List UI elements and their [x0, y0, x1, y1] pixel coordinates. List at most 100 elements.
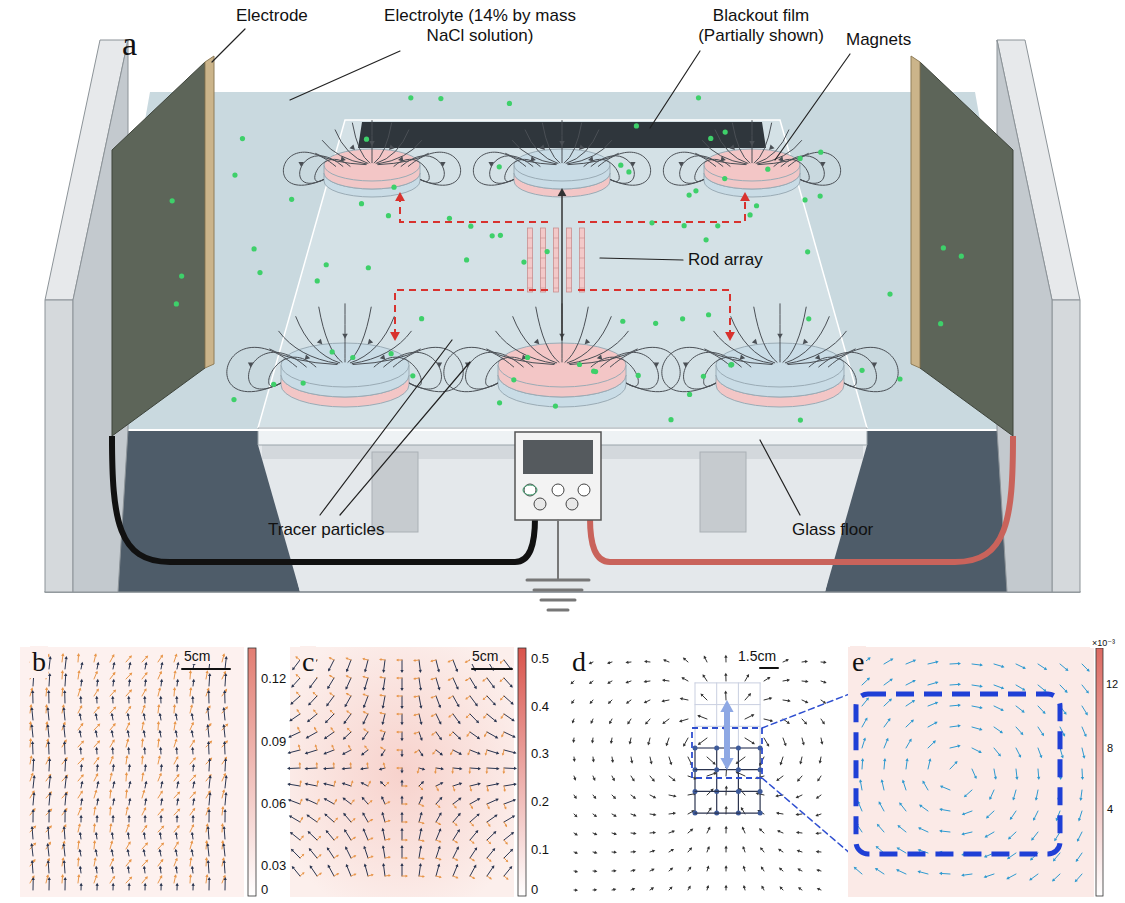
tank-wall: [1052, 300, 1080, 592]
vector-arrow-head: [400, 688, 403, 691]
vector-arrow-head: [46, 874, 49, 877]
vector-arrow-head: [175, 815, 178, 818]
vector-arrow-head: [306, 735, 309, 738]
vector-arrow-head: [128, 706, 131, 709]
rod-segment: [541, 258, 546, 259]
vector-arrow: [402, 714, 403, 723]
tracer-particle: [364, 137, 369, 142]
vector-arrow-head: [113, 707, 116, 710]
vector-arrow: [487, 799, 497, 804]
field-line: [704, 357, 752, 386]
rod-segment: [528, 238, 533, 239]
vector-arrow-head: [127, 849, 130, 852]
vector-arrow-head: [343, 813, 346, 816]
field-arrow: [749, 141, 755, 146]
vector-arrow-head: [679, 719, 682, 722]
vector-arrow-head: [455, 841, 458, 843]
vector-arrow-head: [125, 789, 128, 792]
tracer-particle: [747, 212, 752, 217]
vector-arrow-head: [292, 866, 295, 869]
vector-arrow-head: [207, 809, 210, 812]
vector-arrow-head: [160, 655, 163, 658]
vector-arrow-head: [379, 712, 382, 715]
vector-arrow-head: [129, 859, 132, 862]
vector-arrow: [308, 714, 317, 721]
vector-arrow-head: [304, 767, 307, 770]
vector-arrow-head: [492, 848, 495, 851]
vector-arrow-head: [590, 701, 593, 704]
vector-arrow-head: [610, 741, 613, 744]
field-line: [680, 156, 724, 184]
vector-arrow-head: [484, 734, 486, 737]
vector-arrow: [328, 678, 334, 688]
field-line: [383, 352, 441, 389]
vector-arrow-head: [127, 866, 130, 869]
tracer-particle: [765, 167, 770, 172]
vector-arrow-head: [62, 843, 65, 846]
vector-arrow-head: [342, 798, 345, 801]
vector-arrow: [436, 865, 439, 876]
vector-arrow-head: [222, 857, 225, 860]
vector-arrow-head: [159, 696, 162, 699]
vector-arrow: [364, 847, 368, 858]
vector-arrow-head: [672, 830, 675, 833]
rod-segment: [554, 268, 559, 269]
vector-arrow: [225, 675, 227, 686]
vector-arrow-head: [61, 874, 64, 877]
vector-arrow-head: [79, 866, 82, 869]
vector-arrow-head: [127, 832, 130, 835]
vector-arrow-head: [633, 850, 636, 853]
vector-arrow-head: [97, 740, 100, 743]
vector-arrow: [419, 847, 421, 858]
vector-arrow-head: [177, 809, 180, 812]
vector-arrow-head: [64, 775, 67, 778]
vector-arrow: [48, 828, 50, 839]
vector-arrow-head: [95, 730, 98, 733]
rod-segment: [541, 278, 546, 279]
vector-arrow-head: [175, 756, 178, 759]
vector-arrow-head: [298, 744, 301, 747]
vector-arrow-head: [651, 869, 654, 872]
vector-arrow-head: [364, 863, 367, 866]
vector-arrow-head: [208, 775, 211, 778]
vector-arrow-head: [192, 808, 195, 811]
vector-arrow-head: [206, 688, 209, 691]
vector-arrow-head: [363, 828, 366, 831]
vector-arrow-head: [592, 759, 595, 762]
vector-arrow: [208, 828, 210, 839]
field-line: [566, 130, 599, 164]
field-line: [591, 357, 639, 386]
vector-arrow-head: [128, 764, 131, 767]
vector-arrow: [49, 794, 50, 805]
rod-segment: [567, 238, 572, 239]
vector-arrow-head: [48, 758, 51, 761]
vector-arrow: [363, 732, 368, 739]
rod: [541, 228, 546, 292]
vector-arrow-head: [47, 860, 50, 863]
vector-arrow: [291, 714, 300, 720]
vector-arrow-head: [79, 696, 82, 699]
tracer-particle: [553, 404, 558, 409]
vector-arrow-head: [128, 781, 131, 784]
tracer-particle: [897, 376, 902, 381]
vector-arrow: [453, 696, 458, 706]
field-line: [695, 159, 731, 181]
vector-arrow-head: [662, 679, 665, 682]
vector-arrow-head: [127, 883, 130, 886]
vector-arrow-head: [94, 653, 97, 656]
vector-arrow-head: [324, 813, 327, 816]
vector-arrow: [487, 832, 495, 840]
vector-arrow-head: [127, 747, 130, 750]
vector-arrow-head: [96, 679, 99, 682]
tracer-particle: [464, 257, 469, 262]
vector-arrow-head: [208, 758, 211, 761]
vector-arrow: [487, 732, 497, 738]
vector-arrow-head: [669, 762, 672, 765]
vector-arrow: [344, 814, 351, 822]
vector-arrow-head: [143, 730, 146, 733]
vector-arrow-head: [192, 679, 195, 682]
vector-arrow-head: [594, 869, 597, 872]
tracer-particle: [959, 254, 964, 259]
red-cable: [590, 436, 1013, 562]
vector-arrow: [384, 660, 385, 671]
